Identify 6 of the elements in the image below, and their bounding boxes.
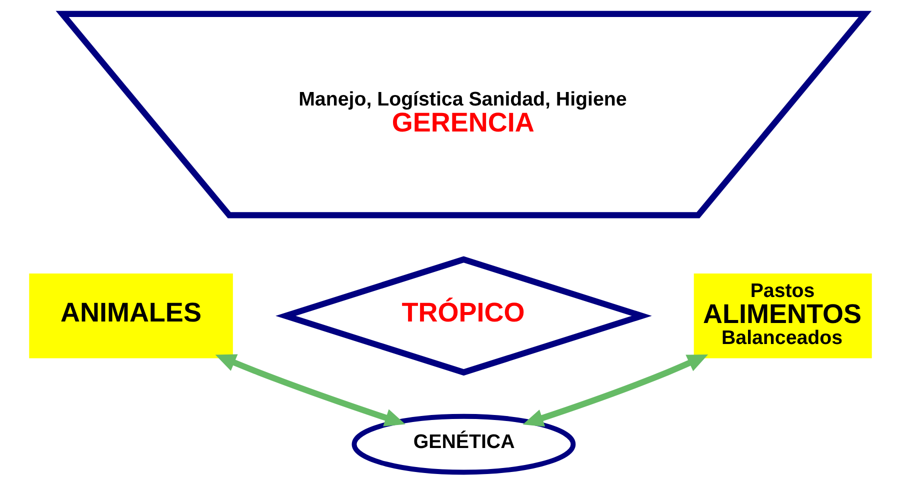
node-ellipse: GENÉTICA bbox=[352, 413, 576, 474]
arrow bbox=[522, 354, 708, 426]
node-box: ANIMALES bbox=[29, 273, 233, 358]
arrow bbox=[215, 354, 406, 426]
node-diamond: TRÓPICO bbox=[276, 256, 652, 376]
node-box: Pastos ALIMENTOS Balanceados bbox=[694, 273, 872, 358]
